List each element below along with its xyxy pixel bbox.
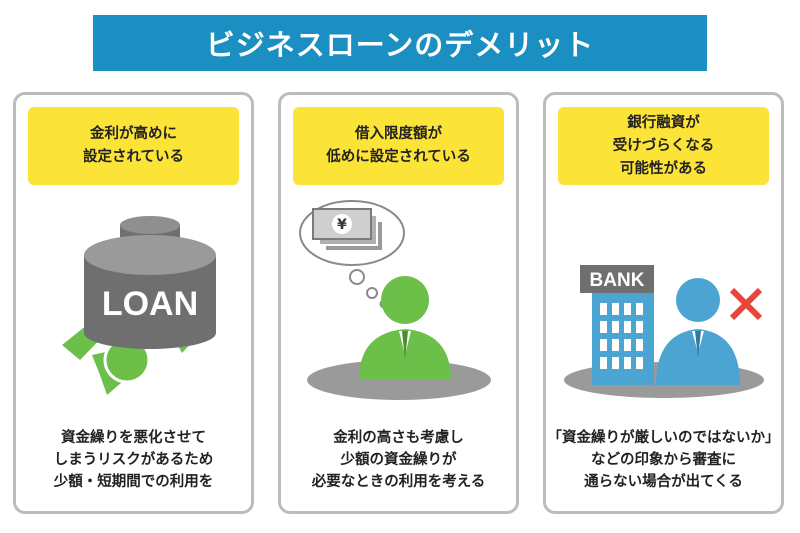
- bank-text: BANK: [590, 270, 645, 291]
- card-bank-loan-difficulty: 銀行融資が 受けづらくなる 可能性がある BANK 「資金繰: [543, 92, 784, 514]
- bank-rejection-illustration: BANK: [564, 265, 764, 398]
- card-label: 銀行融資が 受けづらくなる 可能性がある: [558, 107, 769, 185]
- loan-weight-illustration: LOAN: [62, 216, 216, 395]
- banknote-icon: ¥: [312, 208, 384, 252]
- page-title: ビジネスローンのデメリット: [93, 15, 707, 71]
- card-description: 「資金繰りが厳しいのではないか」 などの印象から審査に 通らない場合が出てくる: [547, 430, 780, 490]
- card-description: 資金繰りを悪化させて しまうリスクがあるため 少額・短期間での利用を: [53, 430, 214, 490]
- card-high-interest: 金利が高めに 設定されている LOAN 資金繰りを悪化させて しまうリスクがある…: [13, 92, 254, 514]
- loan-text: LOAN: [102, 285, 198, 323]
- rejection-x-icon: [729, 287, 763, 321]
- thinking-person-illustration: ¥: [299, 200, 491, 400]
- card-low-limit: 借入限度額が 低めに設定されている ¥ 金利の高さも考慮し 少額の資金繰りが 必…: [278, 92, 519, 514]
- weight-icon: LOAN: [84, 216, 216, 349]
- yen-text: ¥: [337, 217, 347, 233]
- card-label: 金利が高めに 設定されている: [28, 107, 239, 185]
- bank-building-icon: BANK: [580, 265, 654, 385]
- card-description: 金利の高さも考慮し 少額の資金繰りが 必要なときの利用を考える: [311, 430, 486, 490]
- card-label: 借入限度額が 低めに設定されている: [293, 107, 504, 185]
- businessman-icon: [359, 276, 451, 380]
- businessman-icon: [656, 278, 740, 385]
